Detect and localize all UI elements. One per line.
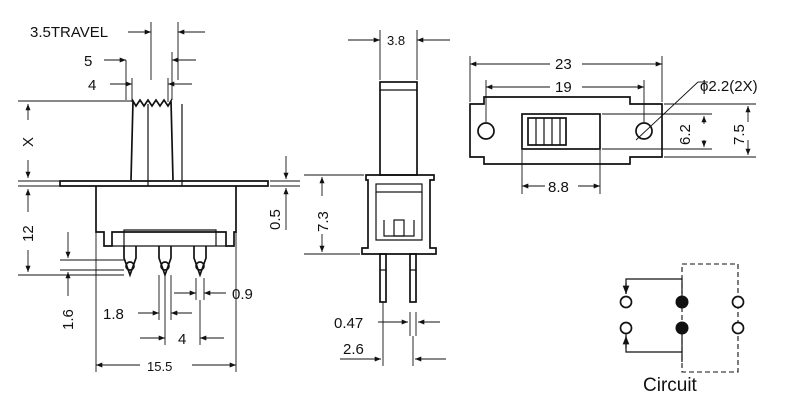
label-1-8: 1.8 [103,306,124,323]
label-1-6: 1.6 [60,309,77,330]
contact-open-right-top [731,295,745,309]
front-view: 3.5TRAVEL 5 4 X [18,22,269,374]
front-housing [95,186,237,247]
mount-hole-left [477,122,495,140]
dim-4-top: 4 [88,77,192,102]
dim-1-8: 1.8 [103,275,192,323]
label-0-47: 0.47 [334,315,363,332]
label-2-6: 2.6 [343,341,364,358]
dim-travel: 3.5TRAVEL [30,22,205,80]
dim-12: 12 [18,185,124,276]
dim-3-8: 3.8 [348,30,450,80]
label-5: 5 [84,53,92,70]
label-hole-diameter: ϕ2.2(2X) [700,78,758,95]
dim-7-3: 7.3 [304,174,364,255]
label-4-bottom: 4 [178,331,186,348]
label-7-3: 7.3 [315,211,332,232]
label-4-top: 4 [88,77,96,94]
circuit-diagram: Circuit [619,263,745,396]
dim-15-5: 15.5 [95,232,237,374]
contact-common-bottom [675,321,689,335]
dim-0-47: 0.47 [334,312,440,336]
label-0-5: 0.5 [267,209,284,230]
label-0-9: 0.9 [232,286,253,303]
mount-hole-right [635,122,653,140]
contact-open-right-bottom [731,321,745,335]
circuit-dashed-box [681,263,739,373]
dim-2-6: 2.6 [340,302,446,366]
dim-7-5: 7.5 [664,103,756,158]
label-3-8: 3.8 [387,33,405,48]
dim-5: 5 [84,52,196,100]
front-flange [59,180,269,187]
label-15-5: 15.5 [147,359,172,374]
dim-x: X [18,100,132,182]
front-actuator [130,98,174,181]
label-x: X [20,137,37,147]
label-6-2: 6.2 [677,124,694,145]
front-terminals [123,246,207,278]
dim-0-5: 0.5 [267,156,300,230]
dim-8-8: 8.8 [521,150,601,196]
side-housing [361,174,437,255]
contact-open-left-bottom [619,321,633,335]
top-flange [469,96,663,165]
dim-23: 23 [469,56,663,102]
dim-6-2: 6.2 [602,113,712,150]
label-travel: 3.5TRAVEL [30,24,108,41]
label-12: 12 [20,225,37,242]
label-8-8: 8.8 [548,179,569,196]
circuit-label: Circuit [643,375,698,396]
dim-4-bottom: 4 [140,275,224,348]
contact-common-top [675,295,689,309]
label-7-5: 7.5 [731,124,748,145]
dim-19: 19 [485,79,645,122]
dim-1-6: 1.6 [60,232,124,330]
side-pins [379,253,417,303]
contact-open-left-top [619,295,633,309]
slide-knob [527,117,567,146]
top-view: 23 19 ϕ2.2(2X) 6.2 7.5 [469,56,758,196]
slot [521,113,601,150]
side-actuator [379,81,418,176]
label-23: 23 [555,56,572,73]
side-view: 3.8 0.5 7.3 0.47 [267,30,450,366]
label-19: 19 [555,79,572,96]
dim-0-9: 0.9 [174,278,253,303]
